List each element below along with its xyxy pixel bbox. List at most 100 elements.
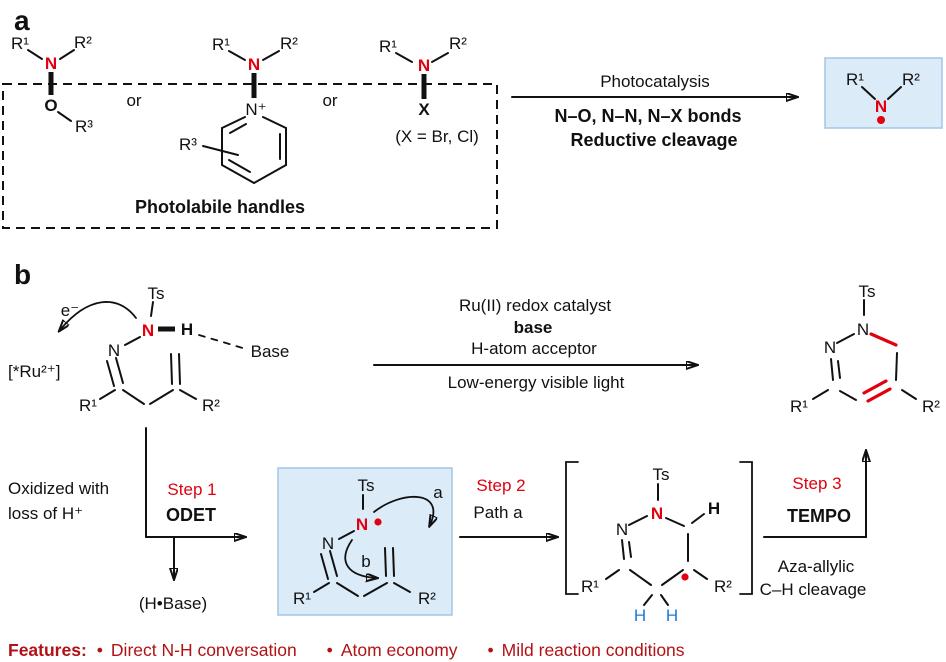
panel-b-label: b [14,259,31,290]
structure-hydrazone: e⁻ [*Ru²⁺] Ts N H Base N R¹ R² [8,284,289,415]
step1-label: Step 1 [167,480,216,499]
nitrogen-atom: N [45,54,57,73]
nitrogen-atom: N [142,321,154,340]
condition-base: base [514,318,553,337]
r2-label: R² [449,34,467,53]
step1-arrows: Oxidized with loss of H⁺ Step 1 ODET (H•… [8,427,244,613]
r2-label: R² [280,34,298,53]
base-label: Base [251,342,290,361]
step3-note-2: C–H cleavage [760,580,867,599]
step3-name: TEMPO [787,506,851,526]
aminyl-radical-product: R¹ R² N [824,57,943,129]
feature-text: Mild reaction conditions [501,640,685,660]
arrow-condition-bonds: N–O, N–N, N–X bonds [554,106,741,126]
imine-nitrogen: N [616,520,628,539]
main-reaction-arrow: Ru(II) redox catalyst base H-atom accept… [373,296,696,392]
or-text-1: or [126,91,141,110]
hydrogen-atom: H [708,499,720,518]
imine-nitrogen: N [108,341,120,360]
step3-label: Step 3 [792,474,841,493]
photolabile-handles-box [2,83,498,229]
condition-light: Low-energy visible light [448,373,625,392]
feature-item: • Atom economy [327,640,458,661]
electron-label: e⁻ [61,301,79,320]
ts-label: Ts [148,284,165,303]
arrow-condition-top: Photocatalysis [600,72,710,91]
feature-item: • Direct N-H conversation [97,640,297,661]
photolabile-handles-label: Photolabile handles [135,197,305,217]
r1-label: R¹ [790,397,808,416]
r3-label: R³ [179,135,197,154]
r1-label: R¹ [79,396,97,415]
bullet-icon: • [487,640,494,660]
bullet-icon: • [96,640,103,660]
r2-label: R² [202,396,220,415]
ru-complex-label: [*Ru²⁺] [8,362,60,381]
step2-label: Step 2 [476,476,525,495]
condition-catalyst: Ru(II) redox catalyst [459,296,611,315]
bullet-icon: • [326,640,333,660]
halogen-note: (X = Br, Cl) [395,127,479,146]
oxidized-text-2: loss of H⁺ [8,504,83,523]
pyridinium-nitrogen: N⁺ [245,100,266,119]
r1-label: R¹ [293,589,311,608]
ring-nitrogen-2: N [824,338,836,357]
left-bracket [565,461,579,595]
radical-dot [374,518,382,526]
r1-label: R¹ [581,577,599,596]
r1-label: R¹ [11,34,29,53]
feature-item: • Mild reaction conditions [488,640,685,661]
nitrogen-atom: N [418,56,430,75]
r2-label: R² [922,397,940,416]
oxygen-atom: O [44,96,57,115]
r2-label: R² [902,70,920,89]
nitrogen-atom: N [875,97,887,116]
condition-h-acceptor: H-atom acceptor [471,339,597,358]
ts-label: Ts [358,476,375,495]
nitrogen-atom: N [356,515,368,534]
highlight-box [277,467,453,616]
radical-dot [877,116,885,124]
r1-label: R¹ [379,37,397,56]
blue-h1: H [634,606,646,625]
right-bracket [739,461,753,595]
step1-byproduct: (H•Base) [139,594,207,613]
path-b-label: b [361,552,370,571]
nitrogen-atom: N [651,504,663,523]
imine-nitrogen: N [322,534,334,553]
structure-pyridinium: R¹ R² N N⁺ R³ [179,34,298,184]
structure-aminyl-radical: Ts N N R¹ R² a b [277,467,453,616]
hydrogen-atom: H [181,320,193,339]
ts-label: Ts [859,282,876,301]
blue-h2: H [666,606,678,625]
halogen-atom: X [418,100,430,119]
feature-text: Direct N-H conversation [110,640,297,660]
step3-arrow: Step 3 TEMPO Aza-allylic C–H cleavage [760,452,867,599]
nitrogen-atom: N [248,55,260,74]
structure-product: Ts N N R¹ R² [790,282,940,416]
step1-name: ODET [166,505,216,525]
features-label: Features: [8,640,87,660]
ring-nitrogen-1: N [857,320,869,339]
r3-label: R³ [75,117,93,136]
features-row: Features: • Direct N-H conversation • Atom… [8,640,938,661]
feature-text: Atom economy [340,640,458,660]
structure-halide: R¹ R² N X (X = Br, Cl) [379,34,479,146]
structure-cyclic-radical: Ts N N H R² H H R¹ [565,461,753,625]
highlight-box [824,57,943,129]
oxidized-text-1: Oxidized with [8,479,109,498]
or-text-2: or [322,91,337,110]
r2-label: R² [714,577,732,596]
r2-label: R² [418,589,436,608]
panel-a-label: a [14,5,30,36]
r2-label: R² [74,33,92,52]
step2-arrow: Step 2 Path a [459,476,556,537]
photocatalysis-arrow: Photocatalysis N–O, N–N, N–X bonds Reduc… [511,72,796,150]
r1-label: R¹ [212,35,230,54]
step2-name: Path a [473,503,523,522]
structure-aminooxy: R¹ R² N O R³ [11,33,93,136]
ts-label: Ts [653,465,670,484]
radical-dot [681,573,689,581]
